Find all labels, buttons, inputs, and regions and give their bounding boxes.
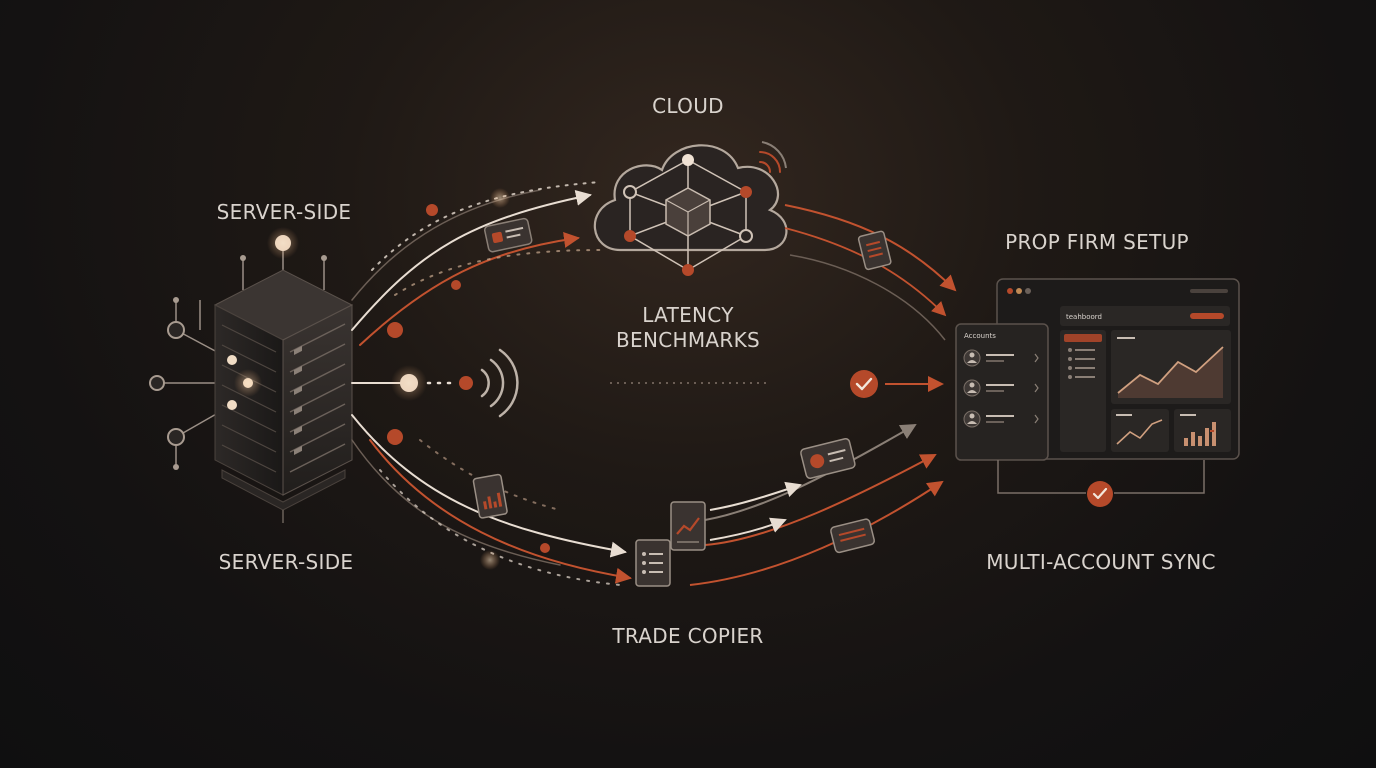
latency-line2: BENCHMARKS [616,328,760,352]
user-avatar-icon [963,410,981,428]
accounts-title: Accounts [964,332,996,340]
card-icon [483,217,533,253]
dashboard-window-icon: teahboord Accounts [955,278,1240,507]
trade-copier-label: TRADE COPIER [612,624,764,648]
wifi-signal-icon [480,348,519,418]
document-icon [635,539,671,587]
cloud-label: CLOUD [652,94,724,118]
document-icon [857,230,892,271]
multi-account-sync-label: MULTI-ACCOUNT SYNC [986,550,1216,574]
latency-line1: LATENCY [642,303,734,327]
card-icon [830,518,876,554]
checkmark-icon [850,370,878,398]
node-dot [387,429,403,445]
cloud-network-icon [593,141,788,276]
server-rack-icon [149,227,354,523]
chart-document-icon [472,473,508,519]
user-avatar-icon [963,349,981,367]
prop-firm-setup-label: PROP FIRM SETUP [1005,230,1189,254]
chart-document-icon [670,501,706,551]
card-icon [800,438,856,480]
latency-benchmarks-label: LATENCY BENCHMARKS [616,303,760,353]
node-dot [387,322,403,338]
server-side-bottom-label: SERVER-SIDE [218,550,354,574]
user-avatar-icon [963,379,981,397]
server-side-top-label: SERVER-SIDE [216,200,352,224]
dashboard-title: teahboord [1066,313,1102,321]
checkmark-icon [1087,481,1113,507]
